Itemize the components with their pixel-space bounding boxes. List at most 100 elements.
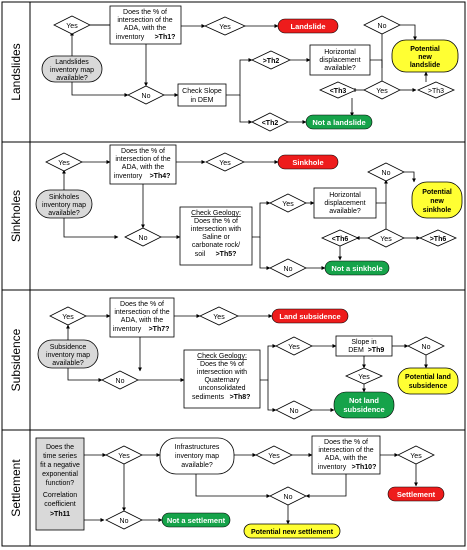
section-title-subsidence: Subsidence <box>9 328 23 391</box>
result-not-settlement-label: Not a settlement <box>167 516 226 525</box>
question-line: inventory <box>113 326 142 333</box>
label-yes: Yes <box>58 160 70 167</box>
inventory-line: inventory map <box>46 352 90 359</box>
landslides-flow: Yes Landslides inventory map available? … <box>41 5 459 132</box>
result-not-land-subsidence-label: subsidence <box>343 405 384 414</box>
inventory-line: Subsidence <box>50 344 87 351</box>
result-settlement-label: Settlement <box>397 490 436 499</box>
question-line: inventory <box>318 464 347 471</box>
decision-yes <box>345 367 383 385</box>
infra-line: available? <box>181 462 213 469</box>
sinkholes-flow: Yes Sinkholes inventory map available? D… <box>35 144 463 278</box>
timeseries-line: exponential <box>42 471 78 478</box>
horizontal-displacement-node <box>309 44 371 76</box>
question-line: ADA, with the <box>124 25 167 32</box>
decision-yes <box>205 152 245 172</box>
infra-line: inventory map <box>175 453 219 460</box>
timeseries-line: time series <box>43 453 77 460</box>
result-landslide <box>277 18 339 34</box>
potential-line: new <box>430 198 444 205</box>
inventory-line: inventory map <box>50 67 94 74</box>
timeseries-line: function? <box>46 480 75 487</box>
label-yes: Yes <box>268 453 280 460</box>
decision-yes <box>397 445 435 465</box>
question-line: >Th1? <box>155 34 176 41</box>
settlement-flow: Does the time series fit a negative expo… <box>35 435 445 539</box>
decision-th2-lt <box>251 112 289 132</box>
label-no: No <box>422 344 431 351</box>
question-line: >Th10? <box>352 464 377 471</box>
decision-no <box>407 336 445 356</box>
check-geology-node <box>183 349 261 409</box>
question-line: >Th7? <box>149 326 170 333</box>
section-title-sinkholes: Sinkholes <box>9 190 23 242</box>
decision-yes <box>367 228 405 248</box>
decision-yes <box>269 193 307 213</box>
geology-line: Saline or <box>202 234 230 241</box>
label-yes: Yes <box>358 374 370 381</box>
decision-yes <box>53 15 91 35</box>
result-sinkhole-label: Sinkhole <box>292 158 323 167</box>
question-line: inventory <box>114 173 143 180</box>
label-th3-lt: <Th3 <box>330 88 347 95</box>
horizontal-line: available? <box>324 65 356 72</box>
result-landslide-label: Landslide <box>290 22 325 31</box>
label-yes: Yes <box>213 314 225 321</box>
check-slope-line: Check Slope <box>182 88 222 95</box>
geology-line: Does the % of <box>194 218 238 225</box>
decision-th6-gt <box>419 229 457 247</box>
decision-no <box>105 510 143 530</box>
decision-no <box>269 258 307 278</box>
timeseries-line: >Th11 <box>50 511 70 518</box>
inventory-line: Landslides <box>55 59 89 66</box>
label-no: No <box>284 266 293 273</box>
decision-no <box>275 400 313 420</box>
timeseries-line: Does the <box>46 444 74 451</box>
label-yes: Yes <box>410 453 422 460</box>
question-line: intersection of the <box>117 17 172 24</box>
horizontal-line: available? <box>329 208 361 215</box>
section-title-settlement: Settlement <box>9 459 23 517</box>
timeseries-line: coefficient <box>44 501 75 508</box>
label-yes: Yes <box>376 88 388 95</box>
subsidence-flow: Yes Subsidence inventory map available? … <box>37 297 459 420</box>
check-slope-node <box>177 83 227 107</box>
label-yes: Yes <box>219 24 231 31</box>
label-no: No <box>284 494 293 501</box>
decision-yes <box>204 16 246 36</box>
result-sinkhole <box>277 154 339 170</box>
label-no: No <box>120 518 129 525</box>
decision-no <box>101 370 139 390</box>
decision-no <box>269 486 307 506</box>
label-yes: Yes <box>219 160 231 167</box>
sinkholes-inventory-node <box>35 189 93 219</box>
result-potential-land-subsidence <box>397 367 459 395</box>
result-not-landslide <box>305 114 373 130</box>
decision-th3-gt <box>417 81 455 99</box>
check-geology-node <box>179 206 253 266</box>
geology-line: Check Geology: <box>197 353 247 360</box>
result-not-sinkhole-label: Not a sinkhole <box>331 264 382 273</box>
potential-line: Potential <box>422 189 452 196</box>
question-line: ADA, with the <box>121 317 164 324</box>
result-not-sinkhole <box>324 260 390 276</box>
geology-line: intersection with <box>191 226 241 233</box>
question-line: intersection of the <box>115 156 170 163</box>
potential-line: sinkhole <box>423 207 452 214</box>
horizontal-line: Horizontal <box>324 49 356 56</box>
sinkholes-question-node <box>109 144 177 185</box>
result-not-land-subsidence <box>333 391 395 419</box>
result-potential-landslide <box>391 39 459 73</box>
inventory-line: inventory map <box>42 202 86 209</box>
question-line: Does the % of <box>120 301 164 308</box>
slope-line: >Th9 <box>368 347 385 354</box>
question-line: intersection of the <box>318 447 373 454</box>
potential-line: Potential <box>410 46 440 53</box>
geology-line: >Th5? <box>216 251 237 258</box>
label-yes: Yes <box>282 201 294 208</box>
slope-line: Slope in <box>351 339 376 346</box>
decision-yes <box>45 152 83 172</box>
label-yes: Yes <box>66 23 78 30</box>
